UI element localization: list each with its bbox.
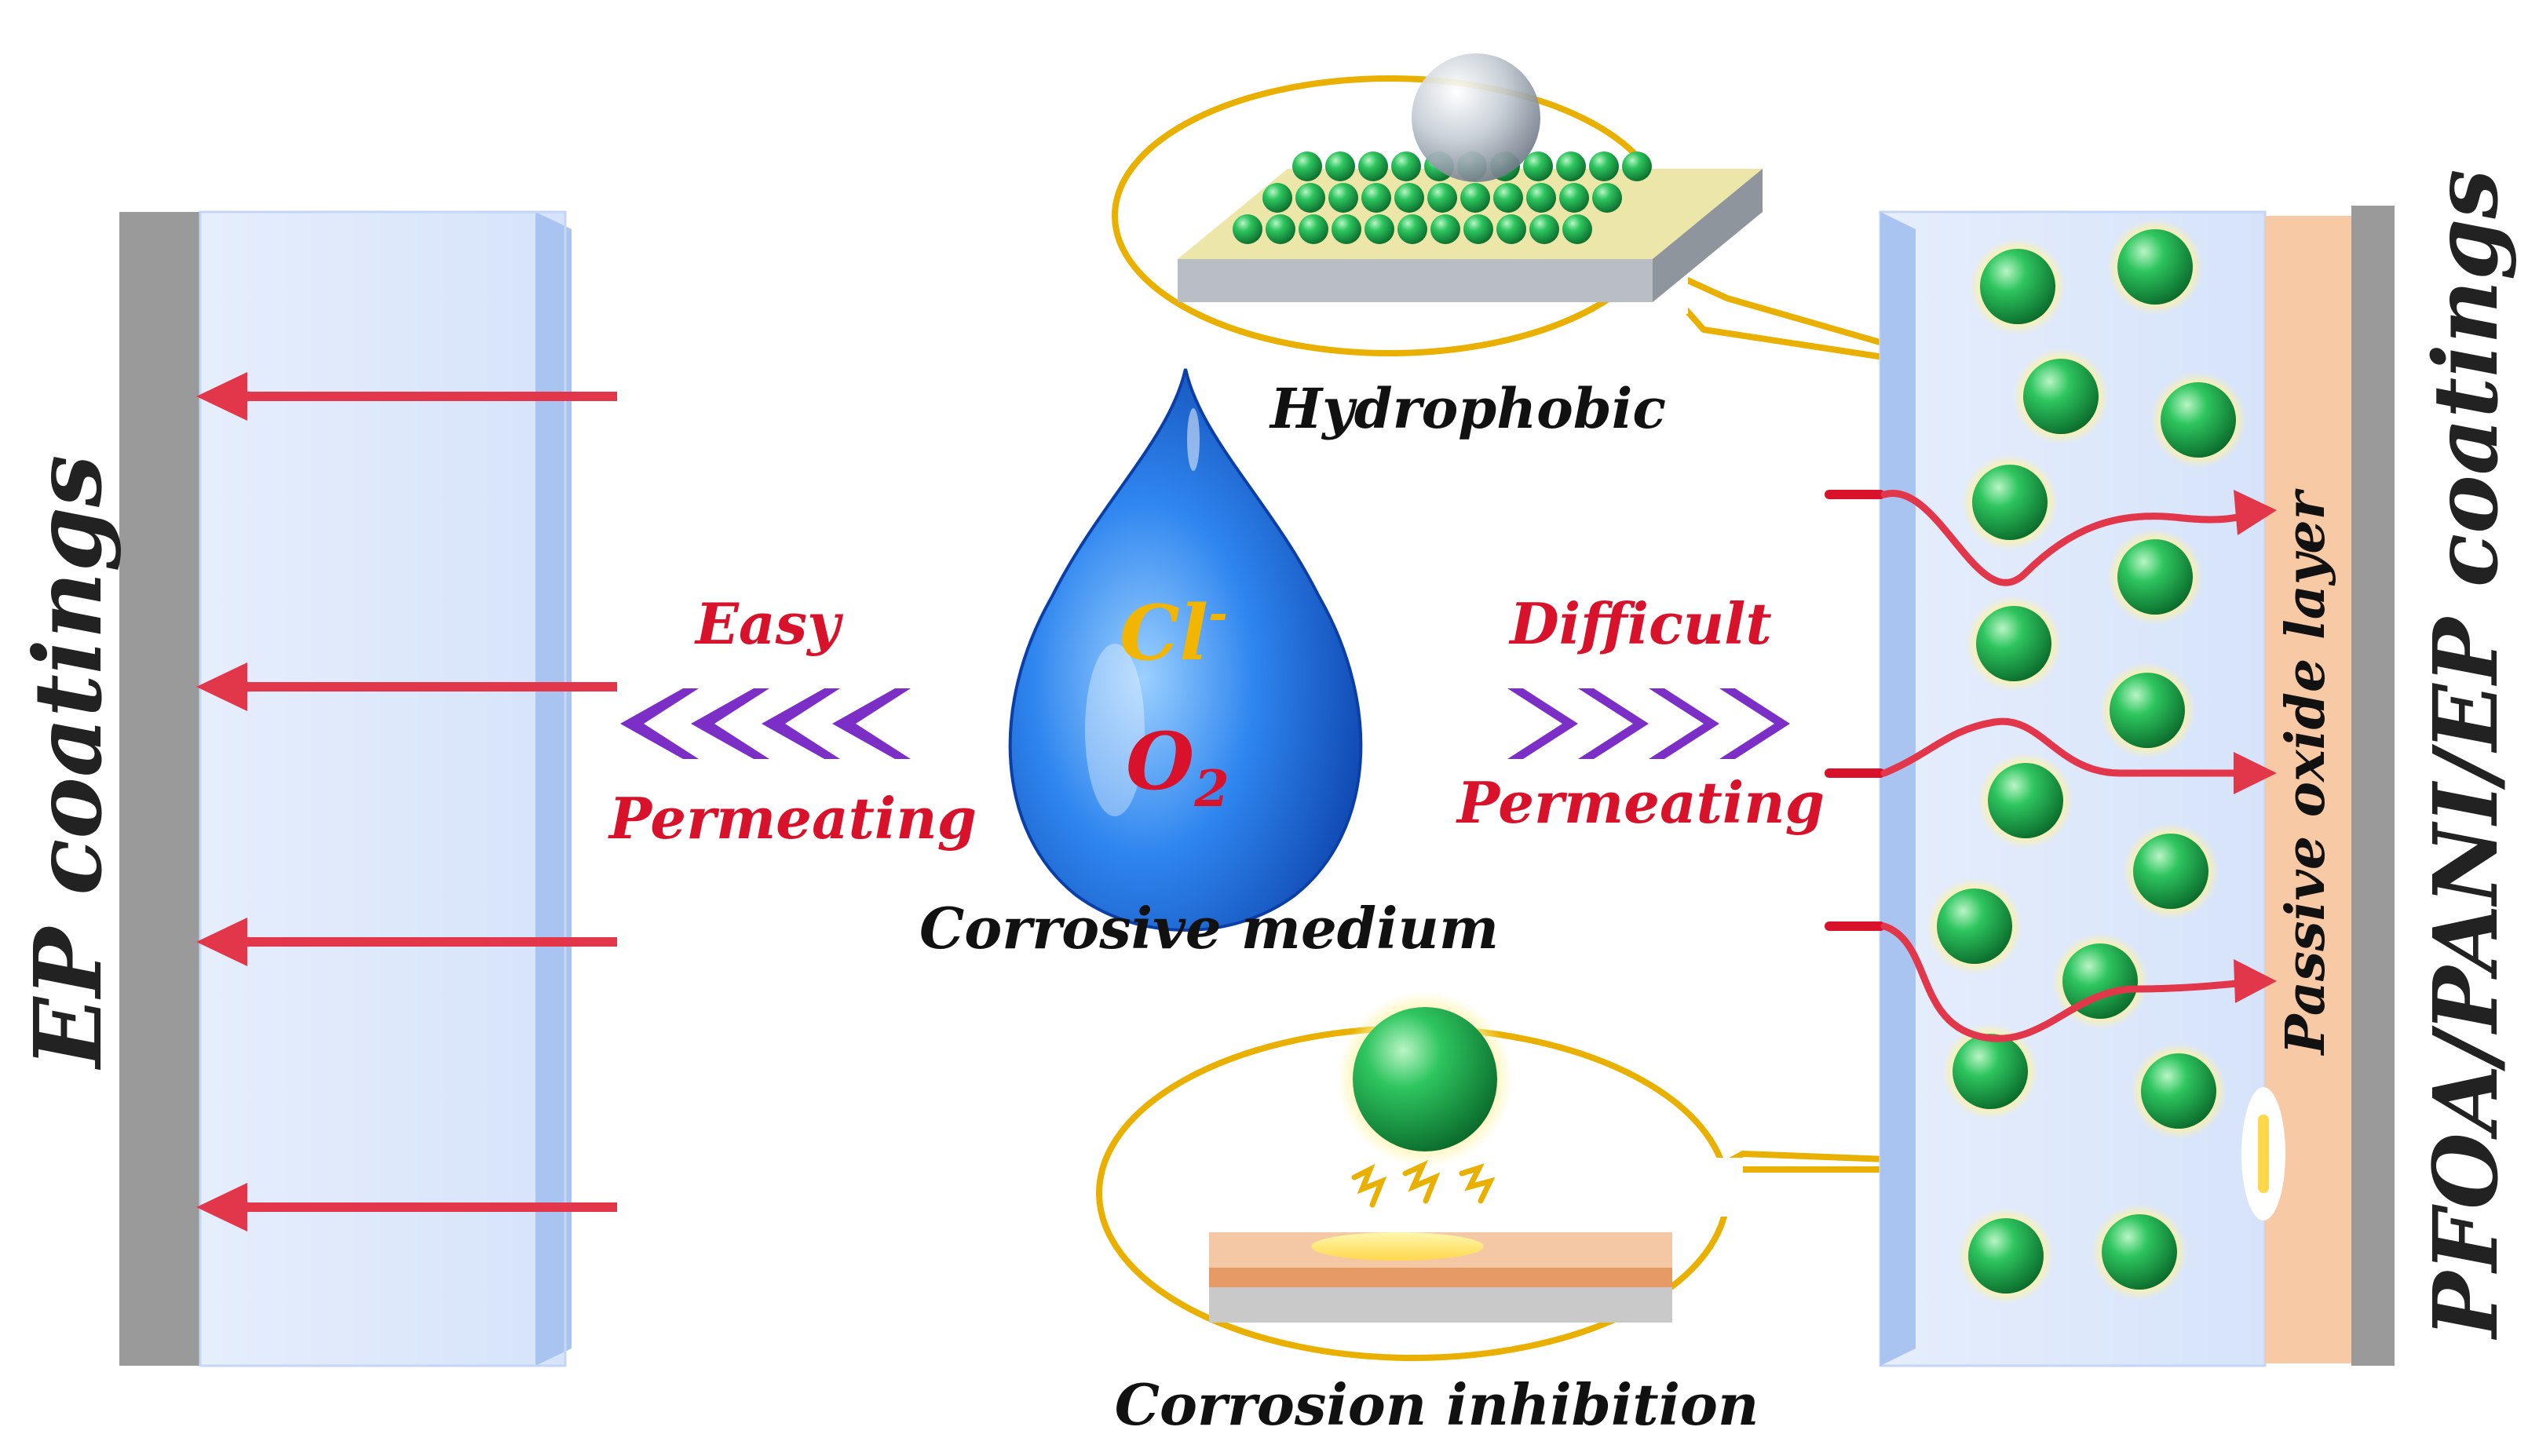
green-sphere	[1976, 606, 2051, 681]
permeating-right-label: Permeating	[1456, 769, 1825, 836]
green-sphere	[1328, 183, 1358, 213]
chevron-right-icon	[1719, 688, 1790, 759]
green-sphere	[1988, 763, 2063, 838]
green-sphere	[1622, 151, 1652, 181]
left-permeation-arrows	[196, 372, 617, 1232]
green-sphere	[1430, 214, 1460, 244]
chevron-left-icon	[691, 688, 769, 759]
green-sphere	[1592, 183, 1622, 213]
difficult-label: Difficult	[1508, 590, 1772, 657]
green-sphere	[1262, 183, 1292, 213]
green-sphere	[1332, 214, 1361, 244]
green-sphere	[1556, 151, 1586, 181]
left-coating-edge	[535, 212, 572, 1366]
green-sphere	[1358, 151, 1388, 181]
chevron-left-icon	[620, 688, 699, 759]
tortuous-path-arrow	[1825, 717, 2277, 794]
green-sphere	[1364, 214, 1394, 244]
green-sphere	[1972, 465, 2048, 540]
green-sphere	[1299, 214, 1328, 244]
chevron-right-icon	[1578, 688, 1649, 759]
green-sphere	[1460, 183, 1490, 213]
green-sphere	[2062, 943, 2138, 1019]
permeation-arrow	[196, 372, 617, 421]
chevron-right-icon	[1649, 688, 1719, 759]
corrosion-inhibition-label: Corrosion inhibition	[1115, 1371, 1759, 1438]
green-sphere	[1427, 183, 1457, 213]
green-sphere	[1968, 1218, 2044, 1294]
passive-oxide-layer-label: Passive oxide layer	[2274, 488, 2337, 1056]
green-sphere	[1397, 214, 1427, 244]
oxygen-label: O2	[1126, 715, 1229, 819]
left-coating-body	[200, 212, 565, 1366]
green-sphere	[1295, 183, 1325, 213]
green-sphere	[1523, 151, 1553, 181]
inhibitor-particles	[1926, 218, 2247, 1305]
green-sphere	[1391, 151, 1421, 181]
green-sphere	[1562, 214, 1592, 244]
tortuous-path-arrow	[1825, 489, 2277, 586]
green-sphere	[1589, 151, 1619, 181]
green-sphere	[1463, 214, 1493, 244]
permeation-arrow	[196, 662, 617, 711]
green-sphere	[2117, 229, 2193, 305]
green-sphere	[1559, 183, 1589, 213]
green-sphere	[2133, 834, 2208, 909]
chevron-right-icon	[1507, 688, 1578, 759]
green-sphere	[1266, 214, 1295, 244]
green-sphere	[2110, 673, 2185, 748]
green-sphere	[1496, 214, 1526, 244]
left-coating-panel	[119, 210, 572, 1367]
left-metal-substrate	[119, 212, 202, 1366]
right-chevrons	[1507, 688, 1790, 759]
tortuous-path-arrow	[1825, 921, 2277, 1042]
green-sphere	[2102, 1214, 2177, 1290]
water-droplet-sphere	[1412, 53, 1540, 182]
corrosive-medium-label: Corrosive medium	[919, 895, 1499, 962]
left-coating-title: EP coatings	[13, 455, 122, 1071]
chevron-left-icon	[832, 688, 911, 759]
green-sphere	[1529, 214, 1559, 244]
permeating-left-label: Permeating	[608, 785, 977, 852]
green-sphere	[2161, 382, 2236, 458]
permeation-arrow	[196, 918, 617, 966]
green-sphere	[1937, 889, 2012, 964]
green-sphere	[1361, 183, 1391, 213]
green-sphere	[1325, 151, 1355, 181]
corrosive-drop: Cl- O2	[1008, 368, 1363, 932]
water-drop-icon	[1008, 368, 1363, 932]
green-sphere	[2141, 1053, 2216, 1129]
green-sphere	[1394, 183, 1424, 213]
hydrophobic-label: Hydrophobic	[1269, 376, 1666, 441]
chevron-left-icon	[762, 688, 840, 759]
green-sphere	[1493, 183, 1523, 213]
green-sphere	[1980, 249, 2055, 324]
green-sphere	[1953, 1034, 2028, 1109]
right-coating-title: PFOA/PANI/EP coatings	[2415, 170, 2518, 1341]
right-metal-substrate	[2351, 206, 2395, 1366]
green-sphere	[1233, 214, 1262, 244]
left-chevrons	[620, 688, 911, 759]
inhibitor-sphere	[1353, 1007, 1497, 1151]
green-sphere	[1526, 183, 1556, 213]
chloride-label: Cl-	[1120, 586, 1228, 677]
green-sphere	[2117, 539, 2193, 615]
spark-icon	[1351, 1160, 1496, 1208]
green-sphere	[1292, 151, 1322, 181]
tortuous-paths	[1825, 489, 2277, 1042]
hydrophobic-callout	[1112, 53, 1989, 376]
right-coating-edge	[1880, 212, 1916, 1366]
easy-label: Easy	[694, 590, 843, 657]
permeation-arrow	[196, 1183, 617, 1232]
green-sphere	[2023, 359, 2099, 434]
